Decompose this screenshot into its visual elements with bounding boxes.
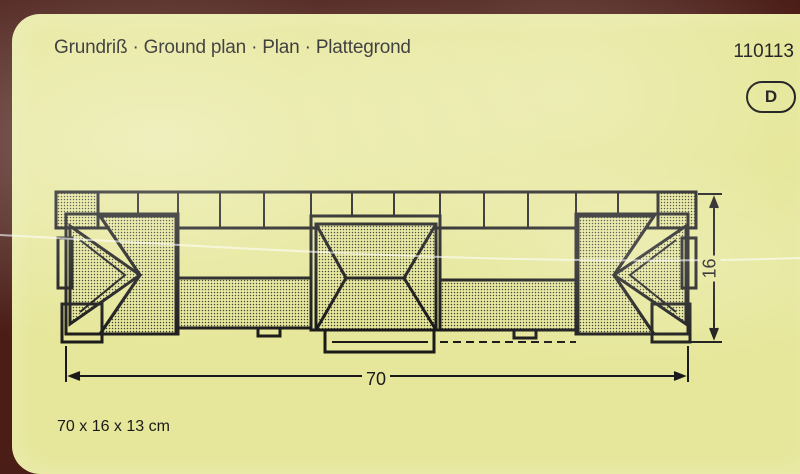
page-title: Grundriß · Ground plan · Plan · Plattegr…: [54, 37, 411, 58]
article-number: 110113: [733, 41, 794, 62]
left-wall: [176, 276, 313, 330]
country-badge: D: [746, 81, 796, 113]
dimensions-text: 70 x 16 x 13 cm: [57, 418, 170, 435]
depth-label: 16: [699, 255, 721, 282]
width-label: 70: [362, 369, 391, 390]
right-wall: [438, 278, 578, 332]
